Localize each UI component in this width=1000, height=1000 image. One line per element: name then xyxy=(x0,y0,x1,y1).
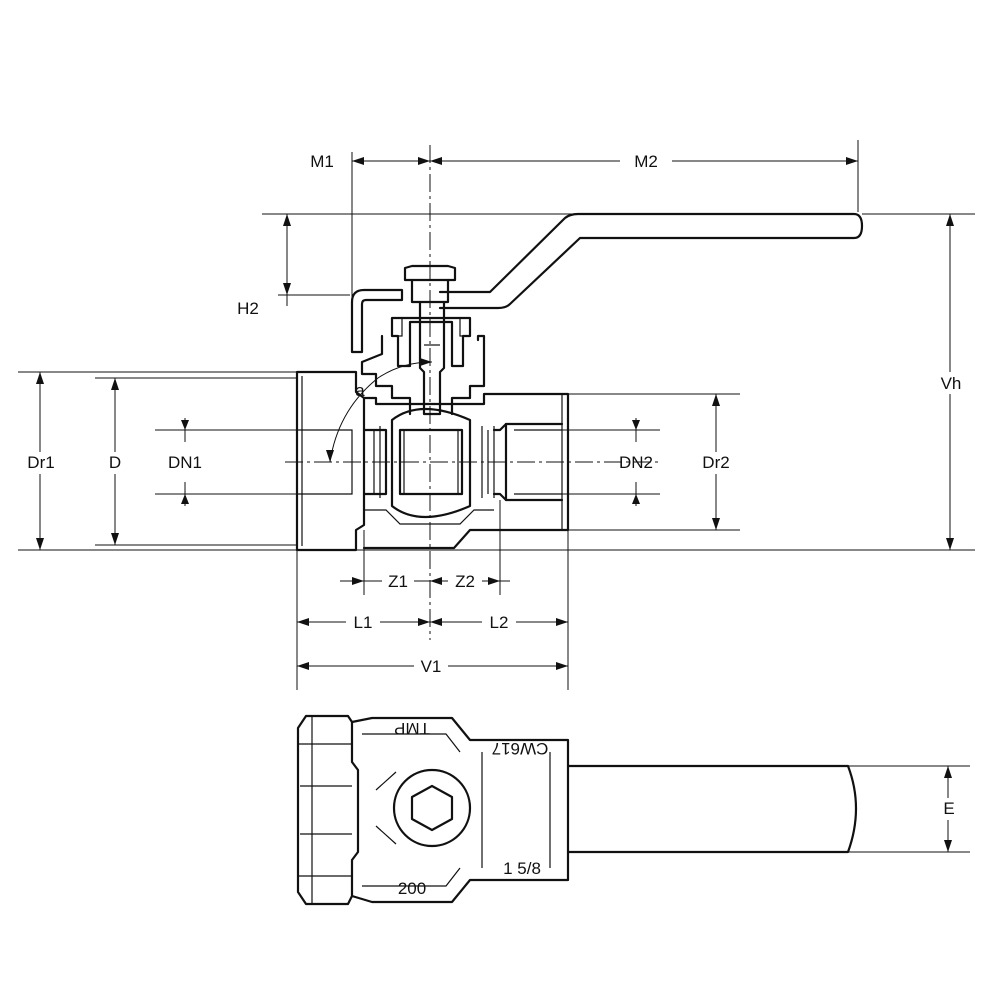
right-insert xyxy=(504,422,564,502)
left-thread-lines xyxy=(297,376,353,546)
label-dn2: DN2 xyxy=(619,453,653,472)
label-dr2: Dr2 xyxy=(702,453,729,472)
lever-top xyxy=(566,764,858,854)
engraving-bottom-left: 200 xyxy=(398,879,426,898)
label-m2: M2 xyxy=(634,152,658,171)
valve-body xyxy=(362,392,570,550)
valve-front-view xyxy=(285,145,864,640)
label-vh: Vh xyxy=(941,374,962,393)
label-v1: V1 xyxy=(421,657,442,676)
dimension-labels: M1 M2 H2 Vh a Dr1 D DN1 DN2 Dr2 Z1 Z2 L1… xyxy=(27,152,961,818)
label-dr1: Dr1 xyxy=(27,453,54,472)
engraving-top-right: CW617 xyxy=(492,739,549,758)
gland-nut-right xyxy=(459,317,471,337)
valve-top-view: TMP CW617 1 5/8 200 xyxy=(296,714,970,906)
label-h2: H2 xyxy=(237,299,259,318)
angle-arc xyxy=(329,361,433,463)
gland xyxy=(390,316,472,368)
label-m1: M1 xyxy=(310,152,334,171)
label-e: E xyxy=(943,799,954,818)
engraving-top-left: TMP xyxy=(394,719,430,738)
gland-nut-left xyxy=(391,317,403,337)
stem xyxy=(418,300,446,416)
engraving-bottom-right: 1 5/8 xyxy=(503,859,541,878)
label-d: D xyxy=(109,453,121,472)
label-l2: L2 xyxy=(490,613,509,632)
stem-nut xyxy=(403,264,457,282)
front-dimensions xyxy=(18,140,975,690)
lever-handle xyxy=(350,288,404,354)
label-dn1: DN1 xyxy=(168,453,202,472)
stem-circle xyxy=(392,768,472,848)
stem-shoulder xyxy=(375,771,397,845)
body-top-outline xyxy=(350,716,570,904)
stem-hex xyxy=(410,784,454,832)
label-l1: L1 xyxy=(354,613,373,632)
ball xyxy=(390,407,472,519)
label-z2: Z2 xyxy=(455,572,475,591)
lever-arm xyxy=(438,212,864,310)
label-a: a xyxy=(355,381,365,400)
label-z1: Z1 xyxy=(388,572,408,591)
